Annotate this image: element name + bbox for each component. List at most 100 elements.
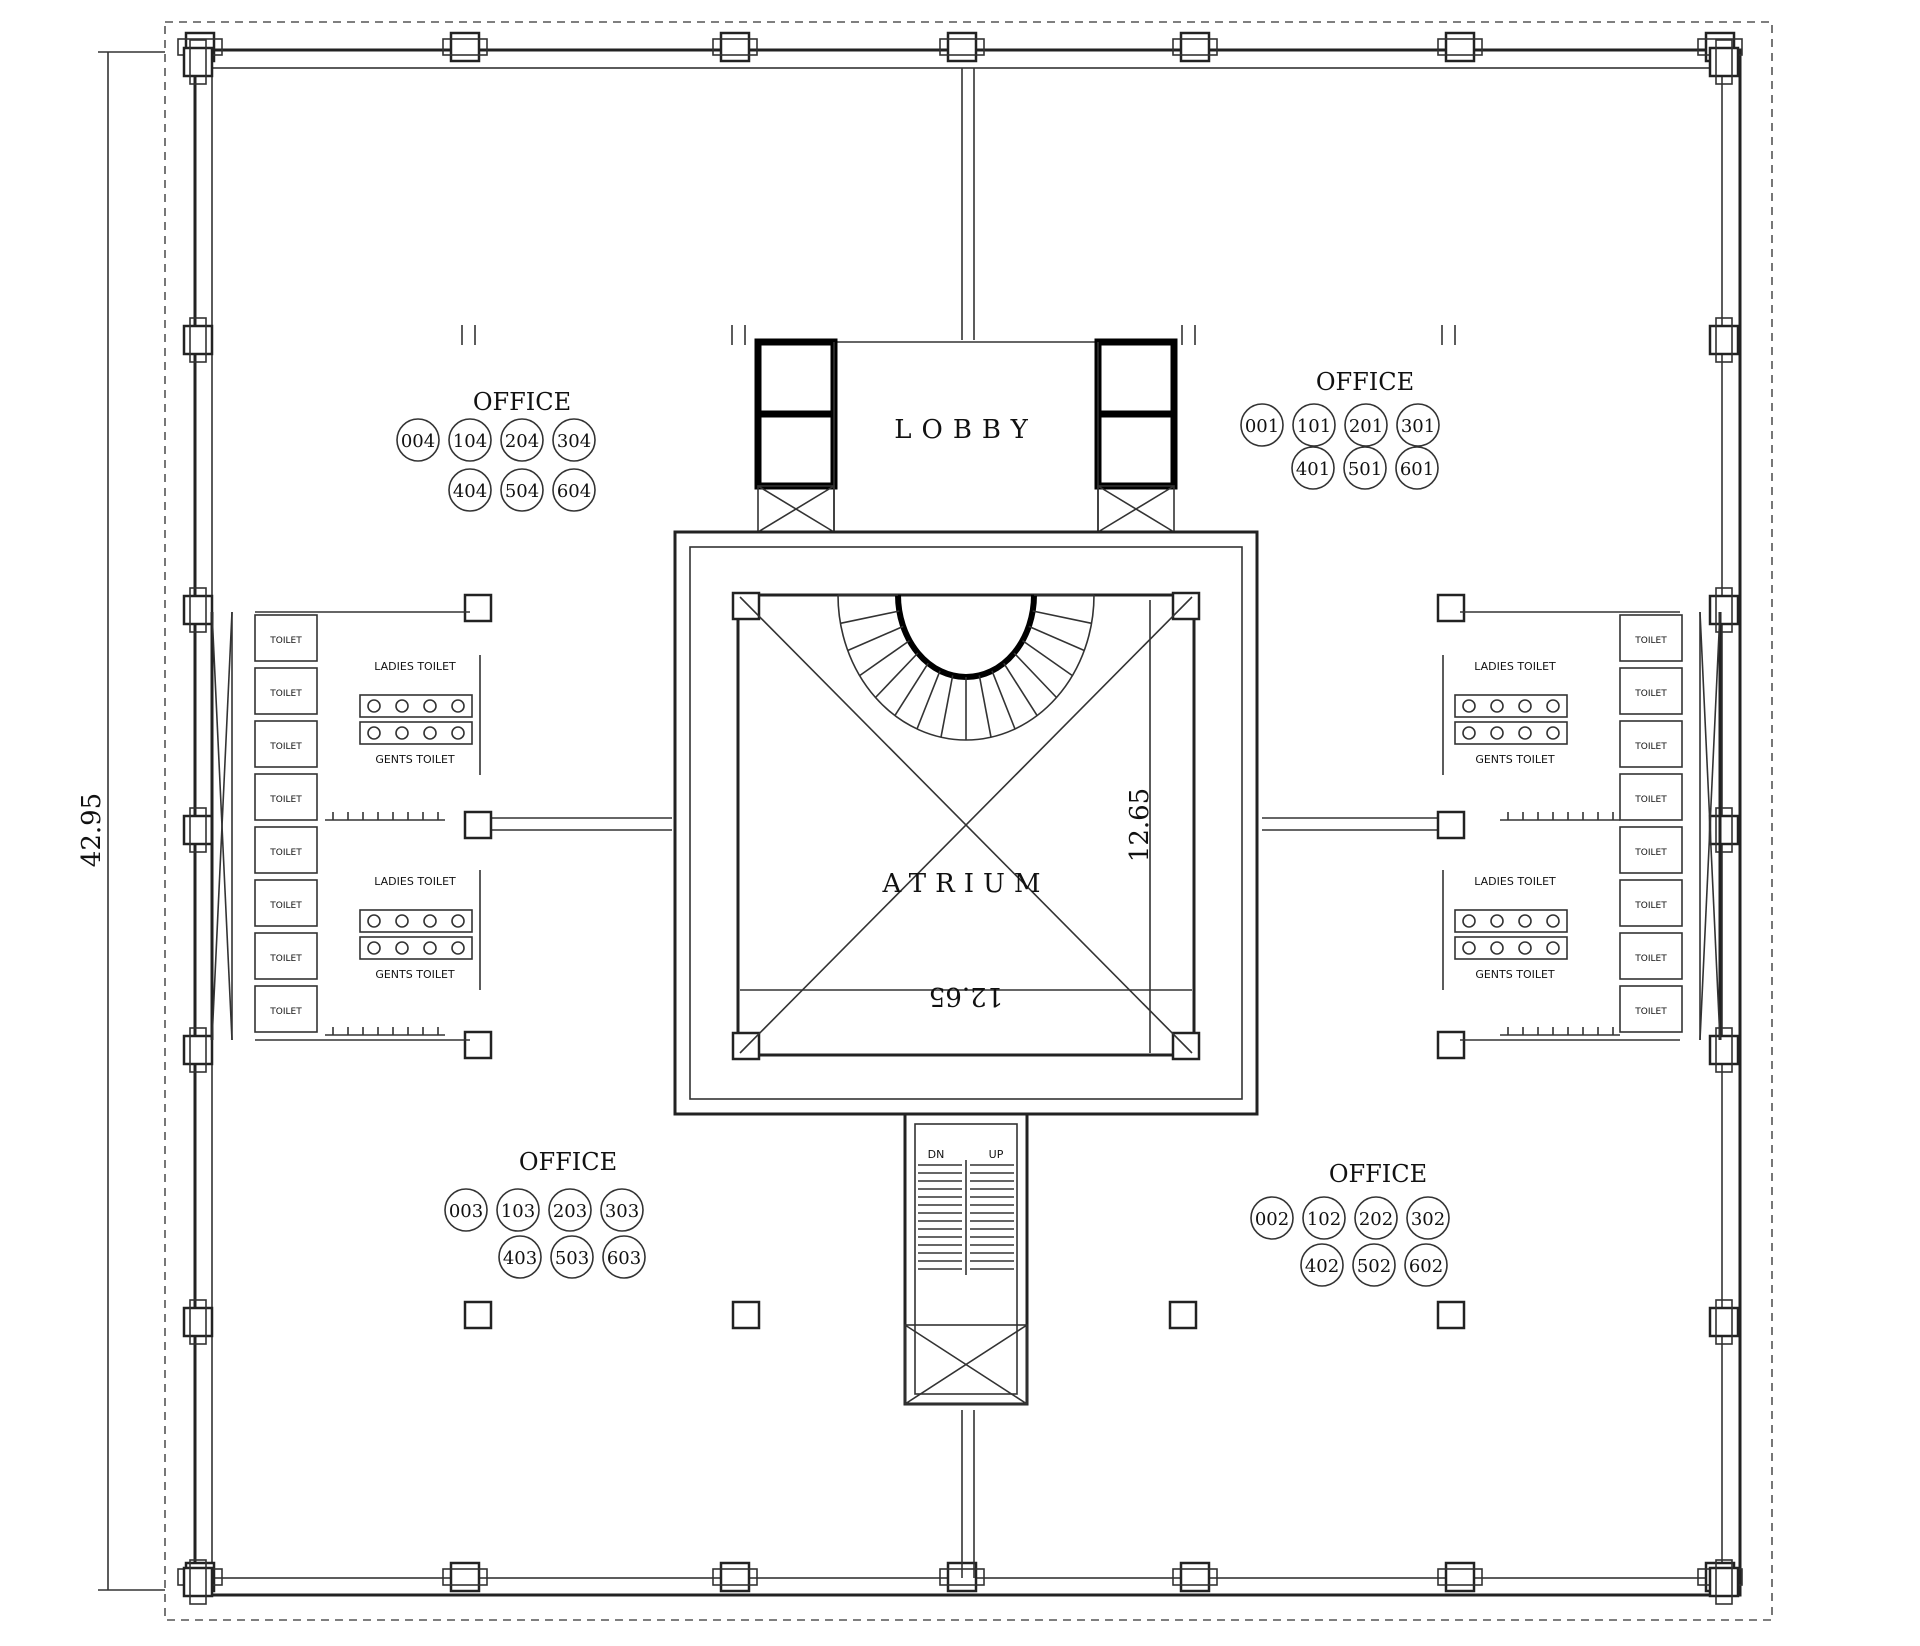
south-stair-core	[903, 1112, 1029, 1406]
atrium-spiral-stair	[838, 594, 1094, 740]
svg-text:GENTS TOILET: GENTS TOILET	[375, 753, 455, 766]
stair-dn-label: DN	[928, 1148, 945, 1161]
overall-dimension: 42.95	[77, 51, 165, 1591]
room-number: 104	[453, 431, 487, 452]
room-tag-circle	[552, 468, 596, 512]
room-tag-circle	[1300, 1243, 1344, 1287]
room-number: 604	[557, 481, 591, 502]
room-number: 002	[1255, 1209, 1289, 1230]
room-tag-circle	[396, 418, 440, 462]
room-number: 404	[453, 481, 487, 502]
office-group-se: OFFICE 002 102 202 302 402 502 602	[1250, 1160, 1450, 1287]
room-tag-circle	[1250, 1196, 1294, 1240]
toilet-block-west: TOILET TOILET TOILET TOILET TOILET TOILET TOIL…	[210, 611, 481, 1041]
svg-text:TOILET: TOILET	[1634, 848, 1667, 858]
overall-dimension-label: 42.95	[77, 793, 107, 867]
svg-text:LADIES TOILET: LADIES TOILET	[374, 660, 456, 673]
room-tag-circle	[1395, 446, 1439, 490]
svg-text:LADIES TOILET: LADIES TOILET	[374, 875, 456, 888]
svg-text:LADIES TOILET: LADIES TOILET	[1474, 660, 1556, 673]
room-number: 503	[555, 1248, 589, 1269]
room-number: 401	[1296, 459, 1330, 480]
room-number: 203	[553, 1201, 587, 1222]
svg-text:TOILET: TOILET	[269, 954, 302, 964]
room-tag-circle	[1240, 403, 1284, 447]
atrium-label: ATRIUM	[881, 869, 1049, 899]
atrium-dimension-vertical: 12.65	[1125, 788, 1155, 862]
room-number: 204	[505, 431, 539, 452]
office-label: OFFICE	[519, 1148, 617, 1176]
interior-columns	[461, 325, 1466, 1330]
room-number: 602	[1409, 1256, 1443, 1277]
room-tag-circle	[1354, 1196, 1398, 1240]
stair-up-label: UP	[989, 1148, 1004, 1161]
room-tag-circle	[1343, 446, 1387, 490]
room-number: 304	[557, 431, 591, 452]
room-tag-circle	[1344, 403, 1388, 447]
room-tag-circle	[552, 418, 596, 462]
toilet-block-east: TOILET TOILET TOILET TOILET TOILET TOILET TOIL…	[1442, 611, 1722, 1041]
svg-text:GENTS TOILET: GENTS TOILET	[375, 968, 455, 981]
room-number: 501	[1348, 459, 1382, 480]
office-label: OFFICE	[473, 388, 571, 416]
room-tag-circle	[1404, 1243, 1448, 1287]
svg-text:TOILET: TOILET	[269, 742, 302, 752]
room-tag-circle	[444, 1188, 488, 1232]
svg-text:TOILET: TOILET	[1634, 901, 1667, 911]
room-tag-circle	[1302, 1196, 1346, 1240]
room-number: 001	[1245, 416, 1279, 437]
room-number: 303	[605, 1201, 639, 1222]
room-number: 003	[449, 1201, 483, 1222]
lobby-label: LOBBY	[894, 415, 1038, 445]
room-tag-circle	[1406, 1196, 1450, 1240]
svg-text:LADIES TOILET: LADIES TOILET	[1474, 875, 1556, 888]
svg-text:TOILET: TOILET	[269, 795, 302, 805]
room-number: 102	[1307, 1209, 1341, 1230]
svg-text:TOILET: TOILET	[269, 636, 302, 646]
room-number: 202	[1359, 1209, 1393, 1230]
room-tag-circle	[600, 1188, 644, 1232]
svg-text:TOILET: TOILET	[1634, 954, 1667, 964]
svg-text:GENTS TOILET: GENTS TOILET	[1475, 968, 1555, 981]
svg-text:TOILET: TOILET	[1634, 1007, 1667, 1017]
room-number: 502	[1357, 1256, 1391, 1277]
svg-text:TOILET: TOILET	[1634, 742, 1667, 752]
svg-text:TOILET: TOILET	[269, 689, 302, 699]
room-tag-circle	[548, 1188, 592, 1232]
room-number: 504	[505, 481, 539, 502]
south-stair-treads	[918, 1164, 1014, 1270]
svg-text:TOILET: TOILET	[1634, 795, 1667, 805]
corridor-lines	[480, 68, 1455, 1578]
room-tag-circle	[500, 418, 544, 462]
room-number: 402	[1305, 1256, 1339, 1277]
svg-text:GENTS TOILET: GENTS TOILET	[1475, 753, 1555, 766]
room-number: 101	[1297, 416, 1331, 437]
room-tag-circle	[1352, 1243, 1396, 1287]
room-tag-circle	[1291, 446, 1335, 490]
atrium-frame	[673, 530, 1259, 1116]
room-number: 302	[1411, 1209, 1445, 1230]
atrium-dimension-horizontal: 12.65	[929, 981, 1003, 1011]
room-number: 201	[1349, 416, 1383, 437]
svg-text:TOILET: TOILET	[1634, 636, 1667, 646]
room-tag-circle	[496, 1188, 540, 1232]
office-group-nw: OFFICE 004 104 204 304 404 504 604	[396, 388, 596, 512]
room-tag-circle	[1396, 403, 1440, 447]
svg-text:TOILET: TOILET	[269, 901, 302, 911]
svg-text:TOILET: TOILET	[269, 848, 302, 858]
office-label: OFFICE	[1316, 368, 1414, 396]
room-tag-circle	[500, 468, 544, 512]
office-label: OFFICE	[1329, 1160, 1427, 1188]
room-number: 103	[501, 1201, 535, 1222]
room-number: 301	[1401, 416, 1435, 437]
room-number: 601	[1400, 459, 1434, 480]
room-tag-circle	[1292, 403, 1336, 447]
room-tag-circle	[448, 468, 492, 512]
room-number: 004	[401, 431, 435, 452]
site-boundary	[164, 21, 1773, 1621]
room-tag-circle	[550, 1235, 594, 1279]
room-tag-circle	[602, 1235, 646, 1279]
